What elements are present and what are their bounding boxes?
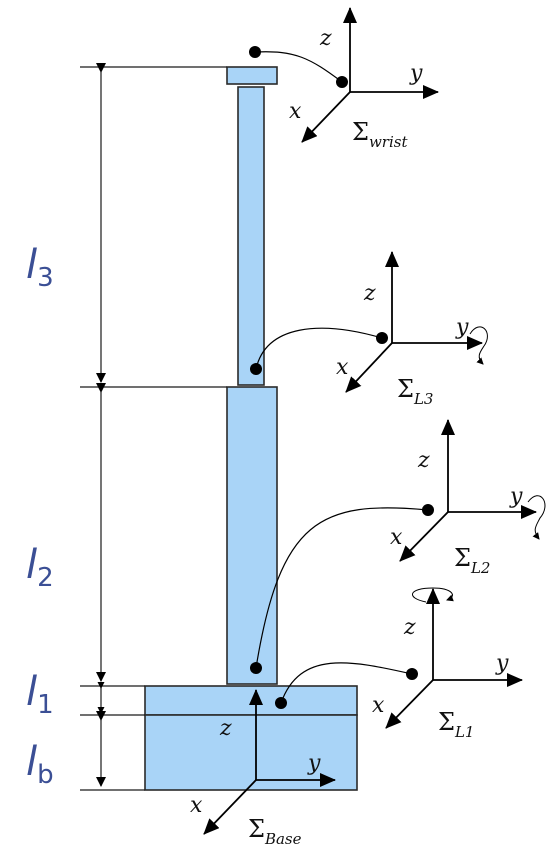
l3-z-label: z	[363, 281, 376, 306]
wrist-frame-label: Σwrist	[352, 118, 408, 151]
l3-y-label: y	[455, 315, 469, 340]
l1-z-label: z	[403, 615, 416, 640]
base-block	[144, 714, 358, 791]
l1-y-label: y	[495, 651, 509, 676]
base-frame-label: ΣBase	[248, 815, 302, 848]
base-z-label: z	[219, 716, 232, 741]
base-y-label: y	[307, 751, 321, 776]
link-2	[226, 386, 278, 685]
frame-wrist: z y x Σwrist	[289, 7, 439, 151]
frame-connectors	[249, 46, 434, 709]
dim-label-l3: l3	[26, 242, 54, 293]
link-3	[237, 86, 265, 386]
dim-label-l1: l1	[26, 669, 54, 720]
l1-x-label: x	[372, 693, 385, 718]
l2-x-label: x	[390, 525, 403, 550]
wrist-cap	[226, 66, 278, 85]
wrist-x-label: x	[289, 99, 302, 124]
frame-l2: z y x ΣL2	[390, 419, 546, 577]
l3-x-label: x	[336, 355, 349, 380]
dim-label-lb: lb	[26, 739, 54, 790]
frame-base: z y x ΣBase	[190, 689, 336, 848]
dimension-lines	[80, 63, 227, 791]
dim-label-l2: l2	[26, 542, 54, 593]
l2-frame-label: ΣL2	[454, 544, 490, 577]
link-1	[144, 685, 358, 716]
wrist-z-label: z	[319, 26, 332, 51]
frame-l3: z y x ΣL3	[336, 251, 488, 408]
l2-z-label: z	[417, 448, 430, 473]
l1-frame-label: ΣL1	[438, 708, 474, 741]
l3-frame-label: ΣL3	[397, 375, 433, 408]
l2-y-label: y	[509, 484, 523, 509]
base-x-label: x	[190, 793, 203, 818]
wrist-y-label: y	[409, 61, 423, 86]
frame-l1: z y x ΣL1	[372, 587, 523, 741]
